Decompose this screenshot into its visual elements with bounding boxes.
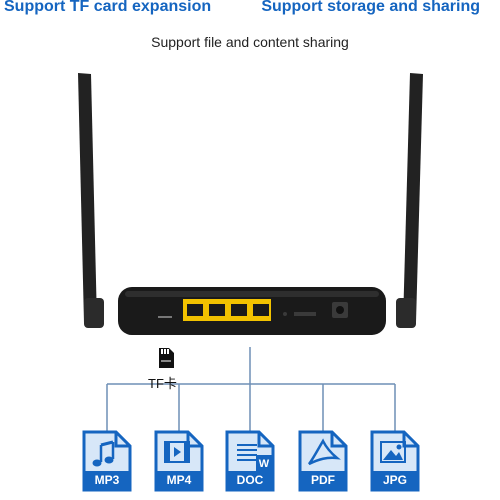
- power-port: [332, 302, 348, 318]
- document-icon: [237, 444, 257, 461]
- antenna-left: [78, 73, 104, 328]
- pdf-icon: [308, 438, 341, 466]
- music-icon: [92, 440, 115, 467]
- sd-card-icon: [159, 348, 174, 368]
- file-type-label: DOC: [227, 471, 273, 489]
- headline-storage-sharing: Support storage and sharing: [261, 0, 480, 15]
- file-icon-mp3: [82, 430, 132, 492]
- file-type-label: MP3: [84, 471, 130, 489]
- subtitle: Support file and content sharing: [151, 34, 349, 50]
- image-icon: [380, 441, 406, 463]
- film-icon: [164, 441, 190, 463]
- antenna-right: [396, 73, 423, 328]
- lan-ports: [183, 299, 271, 321]
- tf-card-label: TF卡: [148, 376, 177, 391]
- svg-text:W: W: [259, 458, 270, 470]
- connector-lines: [106, 347, 396, 432]
- file-type-label: JPG: [372, 471, 418, 489]
- file-type-label: PDF: [300, 471, 346, 489]
- file-type-label: MP4: [156, 471, 202, 489]
- headline-tf-expansion: Support TF card expansion: [4, 0, 212, 15]
